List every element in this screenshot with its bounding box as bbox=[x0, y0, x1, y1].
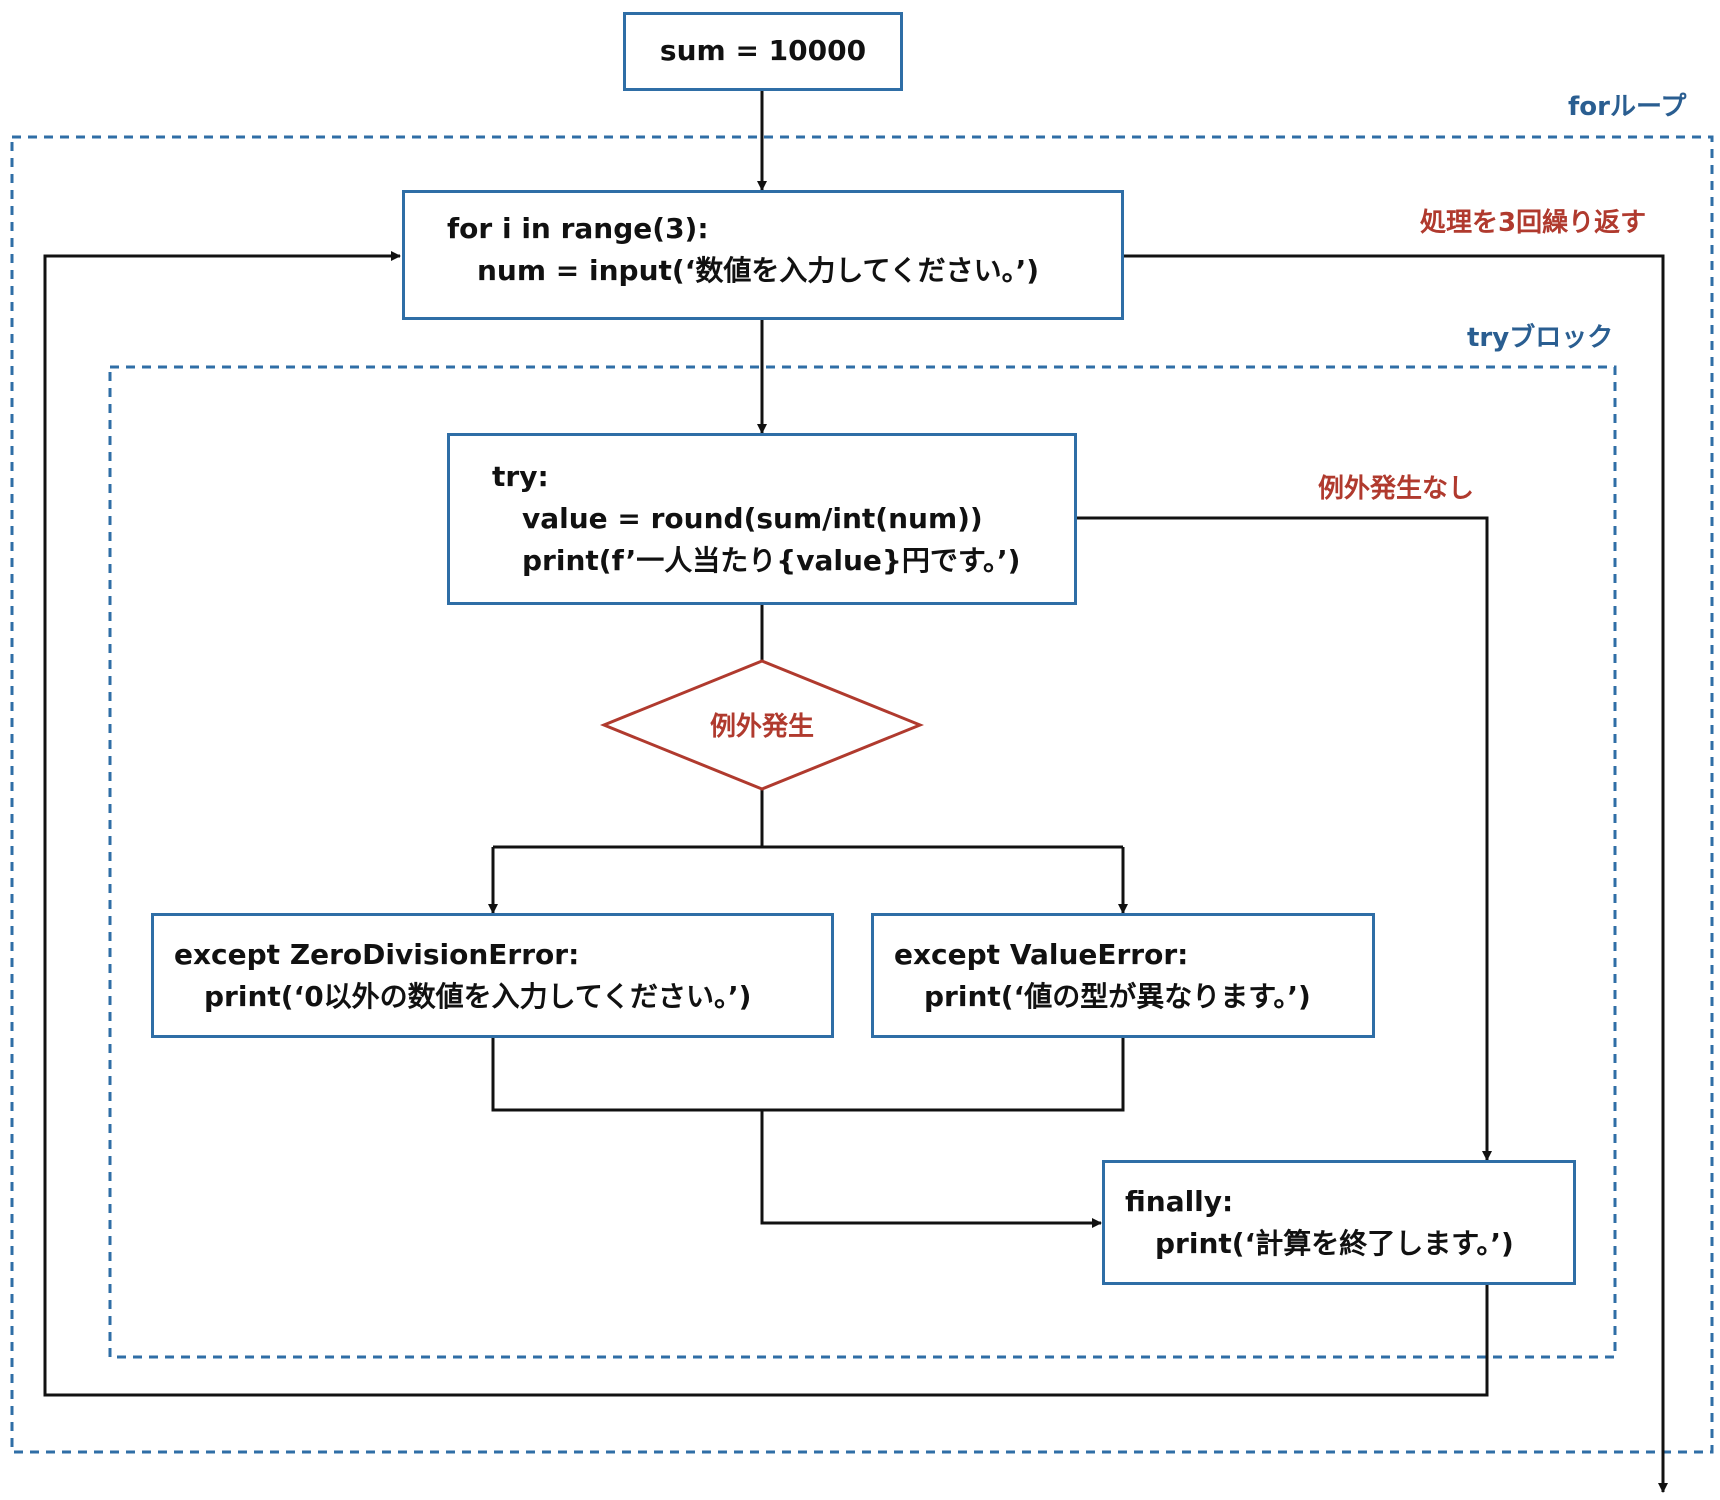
finally-code-line-1: finally: bbox=[1125, 1185, 1234, 1218]
try-code-line-3: print(f’一人当たり{value}円です。’) bbox=[522, 544, 1021, 577]
try-code-line-2: value = round(sum/int(num)) bbox=[522, 502, 983, 535]
for-box: for i in range(3): num = input(‘数値を入力してく… bbox=[402, 190, 1124, 320]
except-zero-code-line-2: print(‘0以外の数値を入力してください。’) bbox=[204, 980, 752, 1013]
for-loop-region bbox=[10, 135, 1714, 1454]
start-box: sum = 10000 bbox=[623, 12, 903, 91]
finally-box: finally: print(‘計算を終了します。’) bbox=[1102, 1160, 1576, 1285]
try-box: try: value = round(sum/int(num)) print(f… bbox=[447, 433, 1077, 605]
try-code-line-1: try: bbox=[492, 460, 549, 493]
for-code-line-2: num = input(‘数値を入力してください。’) bbox=[477, 254, 1040, 287]
exception-decision-label: 例外発生 bbox=[710, 712, 814, 742]
except-zero-code-line-1: except ZeroDivisionError: bbox=[174, 938, 580, 971]
except-value-code-line-2: print(‘値の型が異なります。’) bbox=[924, 980, 1311, 1013]
finally-code-line-2: print(‘計算を終了します。’) bbox=[1155, 1227, 1514, 1260]
arrow-loop-exit bbox=[1124, 254, 1668, 1493]
except-value-error-box: except ValueError: print(‘値の型が異なります。’) bbox=[871, 913, 1375, 1038]
arrow-loop-back bbox=[43, 251, 1489, 1397]
line-excepts-merge bbox=[491, 1038, 1125, 1112]
except-zero-division-box: except ZeroDivisionError: print(‘0以外の数値を… bbox=[151, 913, 834, 1038]
no-exception-label: 例外発生なし bbox=[1318, 474, 1475, 504]
try-block-region bbox=[108, 365, 1617, 1359]
start-code: sum = 10000 bbox=[659, 34, 867, 67]
arrow-no-exception-to-finally bbox=[1077, 516, 1492, 1161]
arrow-merge-to-finally bbox=[760, 1110, 1102, 1228]
repeat-label: 処理を3回繰り返す bbox=[1420, 208, 1647, 238]
exception-decision-diamond bbox=[600, 659, 924, 791]
except-value-code-line-1: except ValueError: bbox=[894, 938, 1189, 971]
for-loop-label: forループ bbox=[1568, 92, 1687, 122]
try-block-label: tryブロック bbox=[1467, 323, 1614, 353]
for-code-line-1: for i in range(3): bbox=[447, 212, 709, 245]
